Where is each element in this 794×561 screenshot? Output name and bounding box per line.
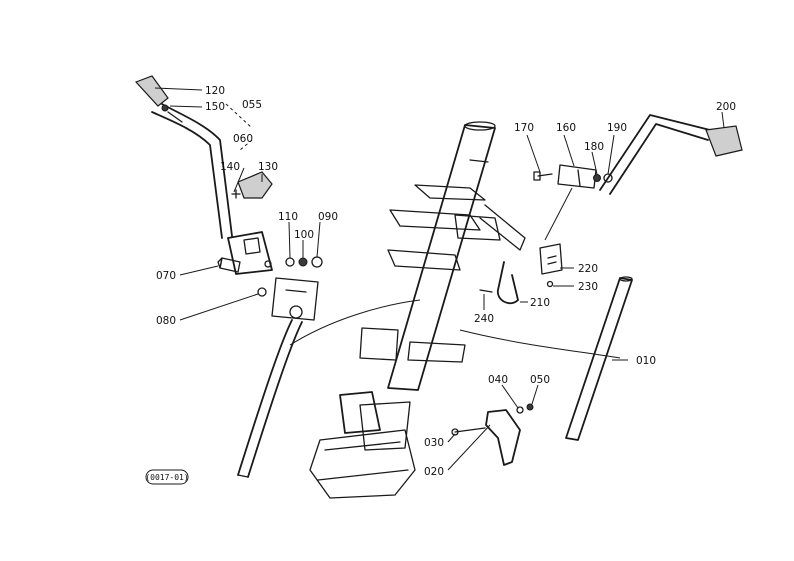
rod-010 bbox=[565, 276, 633, 441]
callout-labels: 120 150 055 060 140 130 110 100 090 070 … bbox=[156, 85, 736, 478]
label-020: 020 bbox=[424, 466, 444, 478]
label-070: 070 bbox=[156, 270, 176, 282]
left-lever bbox=[134, 75, 323, 297]
label-210: 210 bbox=[530, 297, 550, 309]
label-090: 090 bbox=[318, 211, 338, 223]
connector-line-left bbox=[289, 299, 421, 346]
knob-120 bbox=[134, 75, 169, 107]
label-220: 220 bbox=[578, 263, 598, 275]
lower-bracket bbox=[451, 403, 534, 466]
nut-150 bbox=[161, 104, 169, 112]
label-060: 060 bbox=[233, 133, 253, 145]
callout-leaders bbox=[154, 87, 725, 471]
nut-090 bbox=[311, 256, 323, 268]
label-190: 190 bbox=[607, 122, 627, 134]
grip-130 bbox=[237, 171, 273, 199]
label-030: 030 bbox=[424, 437, 444, 449]
label-110: 110 bbox=[278, 211, 298, 223]
label-160: 160 bbox=[556, 122, 576, 134]
label-180: 180 bbox=[584, 141, 604, 153]
label-240: 240 bbox=[474, 313, 494, 325]
washer-100 bbox=[298, 257, 308, 267]
label-050: 050 bbox=[530, 374, 550, 386]
label-010: 010 bbox=[636, 355, 656, 367]
label-230: 230 bbox=[578, 281, 598, 293]
steering-column bbox=[309, 121, 526, 499]
label-080: 080 bbox=[156, 315, 176, 327]
label-040: 040 bbox=[488, 374, 508, 386]
label-130: 130 bbox=[258, 161, 278, 173]
label-055: 055 bbox=[242, 99, 262, 111]
knob-200 bbox=[705, 125, 743, 157]
drawing-code-badge: (0017-01) bbox=[145, 469, 189, 485]
label-140: 140 bbox=[220, 161, 240, 173]
label-100: 100 bbox=[294, 229, 314, 241]
drawing-code: (0017-01) bbox=[145, 473, 188, 482]
label-170: 170 bbox=[514, 122, 534, 134]
spring-assembly bbox=[479, 243, 563, 305]
washer-110 bbox=[285, 257, 295, 267]
right-lever bbox=[533, 114, 743, 241]
linkage-rod bbox=[237, 277, 319, 478]
label-120: 120 bbox=[205, 85, 225, 97]
label-150: 150 bbox=[205, 101, 225, 113]
connector-line-right bbox=[459, 329, 621, 359]
label-200: 200 bbox=[716, 101, 736, 113]
